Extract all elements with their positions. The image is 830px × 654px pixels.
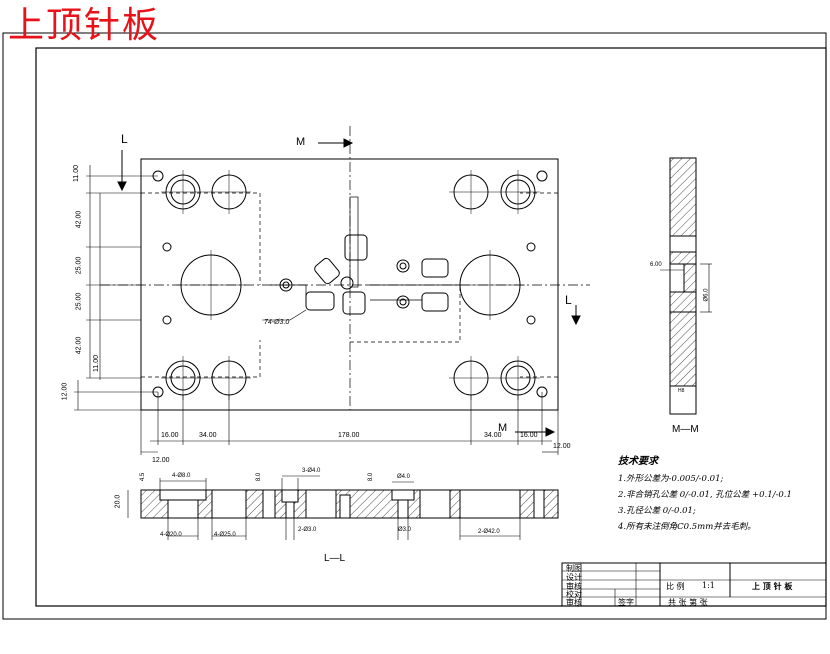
tb-scale-label: 比 例 <box>666 582 685 591</box>
ll-dim-s2: 8.0 <box>368 472 375 482</box>
dimension-lines <box>74 165 559 455</box>
tb-part-name: 上 顶 针 板 <box>752 581 793 591</box>
tb-row-4: 校对 <box>566 590 582 599</box>
inner-border <box>35 47 827 607</box>
dim-h-178: 178.00 <box>338 432 360 439</box>
ll-dim-s1: 8.0 <box>256 472 263 482</box>
tb-row-3: 审核 <box>566 582 582 591</box>
tech-note-line: 1.外形公差为-0.005/-0.01; <box>618 474 724 484</box>
tb-sheet-row: 共 张 第 张 <box>668 598 708 607</box>
section-label-top-l: L <box>121 132 128 146</box>
ll-dim-4: 4.5 <box>140 472 147 482</box>
view-label-ll: L—L <box>324 553 346 564</box>
plan-view <box>100 126 590 411</box>
mm-dim-6: 6.00 <box>650 262 662 268</box>
ll-section <box>127 475 559 540</box>
mm-section <box>660 157 712 415</box>
tb-sign: 签字 <box>618 598 634 607</box>
ll-dim-20: 20.0 <box>114 494 122 509</box>
section-markers <box>117 138 581 437</box>
tech-notes-title: 技术要求 <box>618 456 658 467</box>
dim-v-11-top: 11.00 <box>73 165 80 182</box>
mm-dim-h8: H8 <box>678 388 685 394</box>
tech-note-line: 4.所有未注倒角C0.5mm并去毛刺。 <box>618 522 756 532</box>
dim-h-12-left: 12.00 <box>152 457 170 464</box>
tech-note-line: 3.孔径公差 0/-0.01; <box>618 506 696 516</box>
tb-row-1: 制图 <box>566 564 582 573</box>
tb-scale: 1:1 <box>702 581 715 590</box>
dim-v-12: 12.00 <box>61 382 69 401</box>
dim-h-34-a: 34.00 <box>199 432 217 439</box>
section-label-right-l: L <box>565 293 572 307</box>
dim-h-16-a: 16.00 <box>161 432 179 439</box>
dim-h-34-b: 34.00 <box>484 432 502 439</box>
section-label-bottom-m: M <box>498 422 508 434</box>
ll-dim-top1: 4-Ø8.0 <box>172 473 191 479</box>
ll-dim-top2: 3-Ø4.0 <box>302 468 321 474</box>
page-title: 上顶针板 <box>8 5 161 46</box>
tech-notes: 技术要求 1.外形公差为-0.005/-0.01; 2.非合销孔公差 0/-0.… <box>618 452 792 535</box>
section-label-top-m: M <box>296 136 306 148</box>
title-block <box>561 562 827 607</box>
dim-v-42-bot: 42.00 <box>75 336 83 355</box>
dim-v-25-a: 25.00 <box>75 256 83 275</box>
ll-dim-bot3: 2-Ø3.0 <box>298 527 317 533</box>
mm-dim-dia: Ø6.0 <box>703 288 710 302</box>
dim-h-16-b: 16.00 <box>520 432 538 439</box>
ll-dim-bot2: 4-Ø25.0 <box>214 532 236 538</box>
tb-row-5: 审核 <box>566 598 582 607</box>
dim-h-12-right: 12.00 <box>553 443 571 450</box>
hole-note: 74-Ø3.0 <box>264 319 290 326</box>
dim-v-42-top: 42.00 <box>75 210 83 229</box>
ll-dim-bot1: 4-Ø20.0 <box>160 532 182 538</box>
ll-dim-bot5: 2-Ø42.0 <box>478 529 500 535</box>
dim-v-25-b: 25.00 <box>75 292 83 311</box>
tb-row-2: 设计 <box>566 573 582 582</box>
ll-dim-bot4: Ø3.0 <box>398 527 412 533</box>
dim-v-11-bot: 11.00 <box>93 355 100 372</box>
tech-note-line: 2.非合销孔公差 0/-0.01, 孔位公差 +0.1/-0.1 <box>618 490 792 500</box>
ll-dim-top3: Ø4.0 <box>397 474 411 480</box>
view-label-mm: M—M <box>672 424 699 435</box>
